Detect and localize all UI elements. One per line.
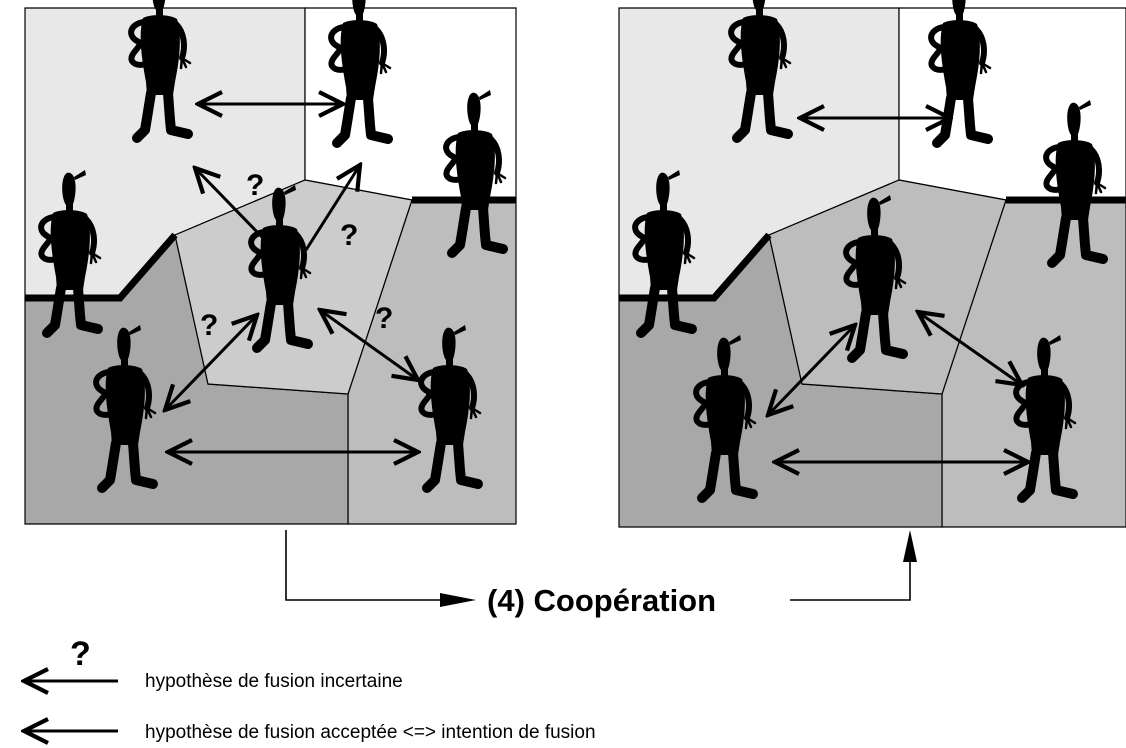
uncertain-mark: ? <box>200 309 218 342</box>
legend-uncertain-text: hypothèse de fusion incertaine <box>145 671 403 692</box>
uncertain-mark: ? <box>375 302 393 335</box>
connector-arrowhead <box>440 593 476 607</box>
uncertain-arrow <box>320 310 418 380</box>
uncertain-arrow <box>304 165 360 251</box>
step-connector: (4) Coopération <box>285 530 917 618</box>
accepted-arrow <box>768 325 855 415</box>
legend-accepted-text: hypothèse de fusion acceptée <=> intenti… <box>145 722 596 743</box>
accepted-arrow <box>918 312 1022 385</box>
legend-uncertain-marker: ? <box>70 635 91 673</box>
step-label: (4) Coopération <box>487 583 716 618</box>
uncertain-mark: ? <box>340 219 358 252</box>
connector-arrowhead <box>903 530 917 562</box>
before-panel: ? ? ? ? <box>24 0 517 525</box>
connector-line <box>790 545 911 601</box>
uncertain-arrow <box>165 315 257 410</box>
uncertain-mark: ? <box>246 169 264 202</box>
connector-line <box>285 530 462 601</box>
uncertain-arrow <box>195 168 264 239</box>
legend: ? hypothèse de fusion incertaine hypothè… <box>24 635 596 743</box>
after-panel <box>618 0 1126 528</box>
